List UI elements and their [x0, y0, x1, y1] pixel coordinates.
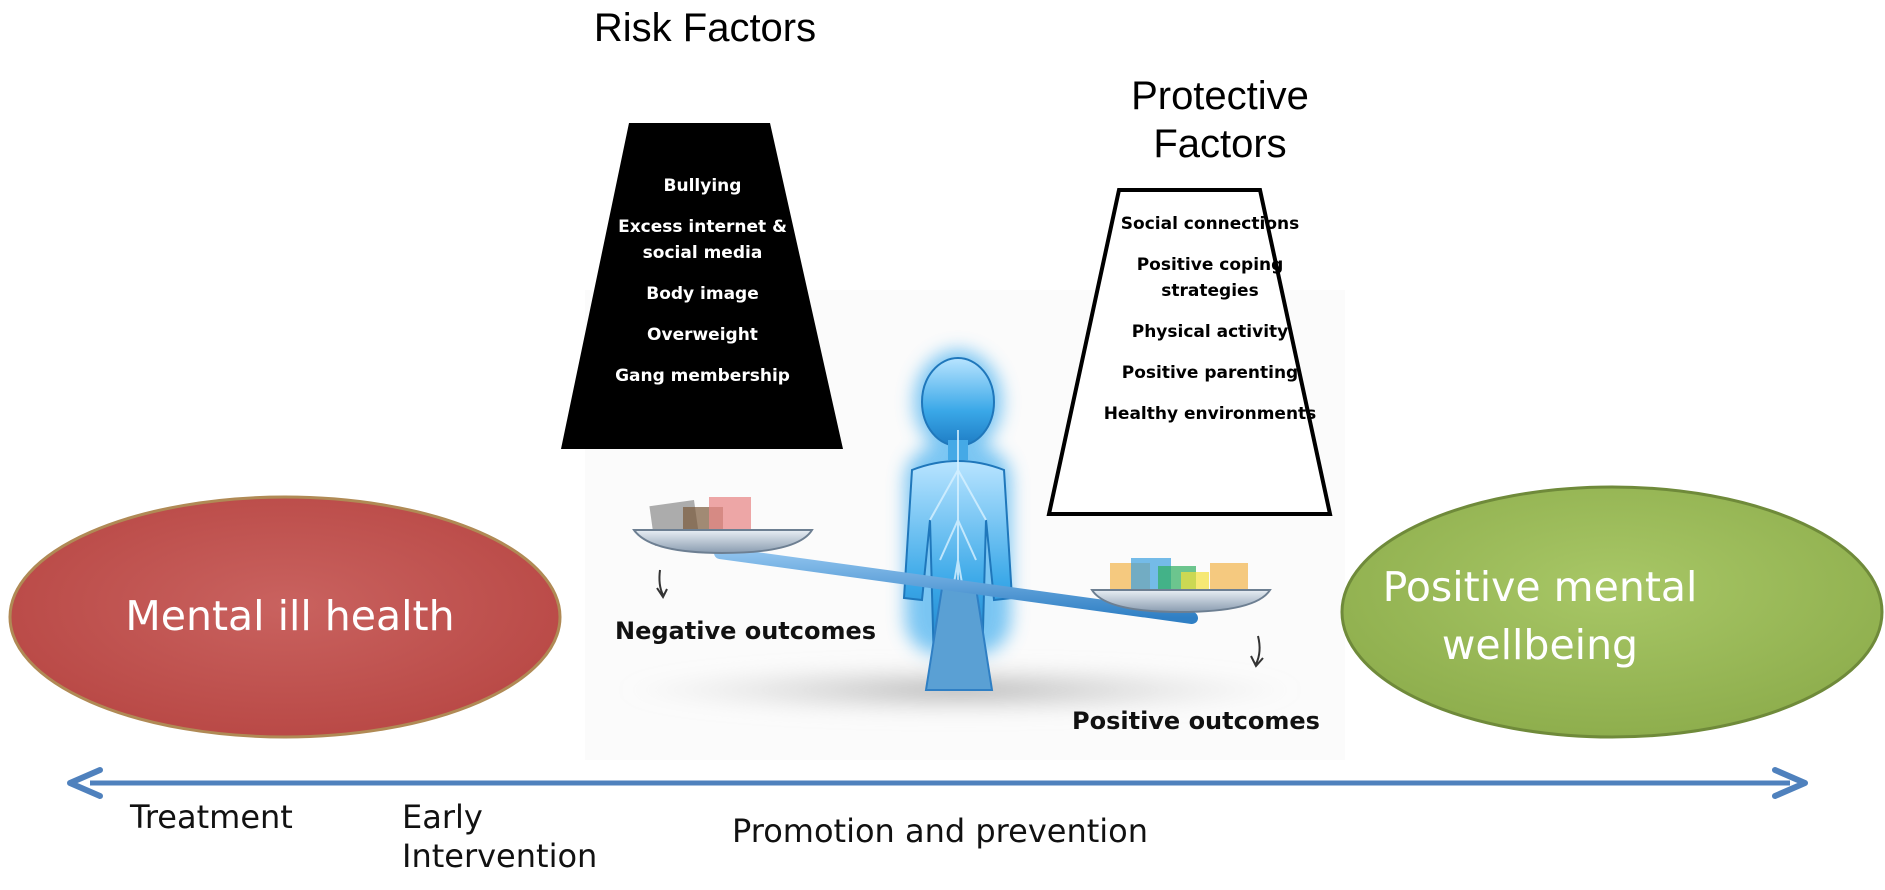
child-figure: [902, 350, 1014, 666]
early-intervention-label: Early Intervention: [402, 798, 598, 876]
protective-factor-item: Positive coping strategies: [1136, 255, 1284, 301]
protective-factors-list: Social connections Positive coping strat…: [1100, 211, 1320, 442]
protective-factor-item: Positive parenting: [1121, 363, 1299, 383]
risk-factor-item: Gang membership: [615, 366, 790, 386]
risk-factor-item: Body image: [646, 284, 759, 304]
protective-factor-item: Healthy environments: [1103, 404, 1317, 424]
positive-wellbeing-ellipse: [1340, 485, 1884, 739]
negative-outcomes-label: Negative outcomes: [615, 617, 877, 645]
protective-factors-box: [1046, 188, 1333, 516]
protective-factor-item: Social connections: [1120, 214, 1300, 234]
left-scale-pan: [632, 497, 814, 599]
positive-wellbeing-label: Positive mental wellbeing: [1382, 563, 1698, 669]
scale-beam: [714, 547, 1198, 624]
promotion-prevention-label: Promotion and prevention: [732, 812, 1149, 850]
risk-factors-box: [561, 123, 843, 449]
protective-factor-item: Physical activity: [1131, 322, 1289, 342]
risk-factors-title: Risk Factors: [593, 6, 817, 50]
mental-ill-health-ellipse: [8, 495, 562, 739]
risk-factors-list: Bullying Excess internet & social media …: [600, 173, 805, 404]
risk-factor-item: Excess internet & social media: [618, 217, 787, 263]
right-scale-pan: [1090, 558, 1272, 668]
protective-factors-title: Protective Factors: [1131, 74, 1309, 166]
treatment-label: Treatment: [130, 798, 293, 836]
risk-factor-item: Bullying: [663, 176, 742, 196]
risk-factor-item: Overweight: [647, 325, 758, 345]
mental-ill-health-label: Mental ill health: [125, 592, 455, 640]
spectrum-arrow: [67, 767, 1808, 799]
positive-outcomes-label: Positive outcomes: [1072, 707, 1320, 735]
